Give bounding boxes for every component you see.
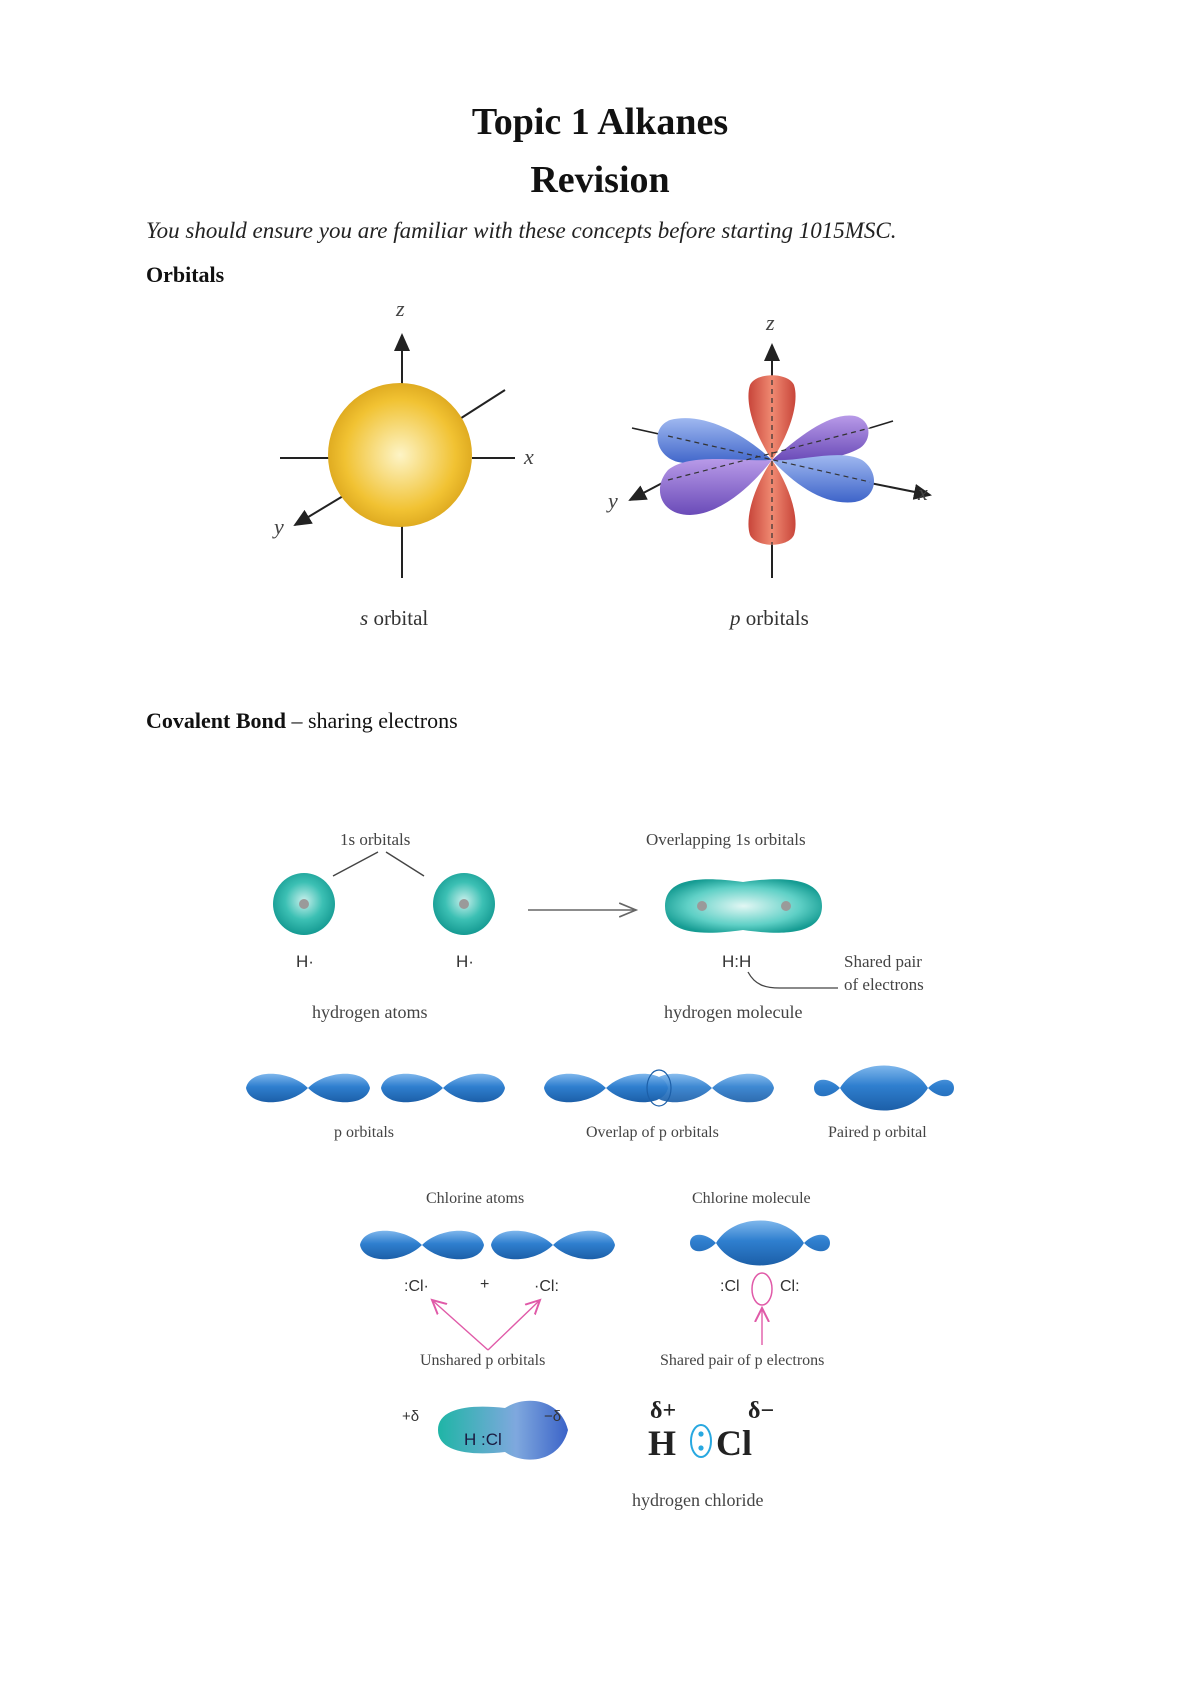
p-orbital-1 [246, 1073, 370, 1103]
hcl-polar-orbital [438, 1400, 568, 1460]
chlorine-symbol-left: :Cl· [404, 1278, 429, 1295]
page-subtitle: Revision [530, 159, 670, 201]
overlap-orbital-1 [544, 1073, 668, 1103]
p-orbitals-caption: p orbitals [730, 606, 809, 630]
chlorine-molecule-orbital [690, 1220, 830, 1266]
s-orbital-sphere [328, 383, 472, 527]
intro-text: You should ensure you are familiar with … [146, 218, 897, 243]
hcl-delta-plus-small: +δ [402, 1408, 420, 1425]
caption-hydrogen-atoms: hydrogen atoms [312, 1002, 428, 1022]
p-orbital-row [246, 1065, 954, 1111]
hydrogen-symbol-1: H· [296, 952, 314, 971]
hydrogen-molecule-symbol: H:H [722, 952, 752, 971]
p-lobe-purple-back [772, 415, 869, 461]
caption-p-orbitals: p orbitals [334, 1124, 394, 1141]
caption-hydrogen-chloride: hydrogen chloride [632, 1490, 764, 1510]
p-axis-y-label: y [608, 488, 618, 513]
p-axis-x-label: x [918, 480, 928, 505]
p-lobe-blue-front [772, 455, 875, 503]
caption-overlap-p: Overlap of p orbitals [586, 1124, 719, 1141]
caption-chlorine-atoms: Chlorine atoms [426, 1190, 525, 1207]
hcl-delta-minus: δ− [748, 1398, 775, 1424]
caption-shared-pair-p: Shared pair of p electrons [660, 1352, 825, 1369]
chlorine-molecule-left: :Cl [720, 1278, 740, 1295]
chlorine-p-orbital-1 [360, 1230, 484, 1260]
caption-hydrogen-molecule: hydrogen molecule [664, 1002, 803, 1022]
p-axis-z-label: z [766, 310, 775, 335]
chlorine-symbol-right: ·Cl: [534, 1278, 559, 1295]
label-1s-orbitals: 1s orbitals [340, 830, 411, 849]
shared-pair-label-1: Shared pair [844, 952, 922, 971]
shared-pair-highlight [751, 1272, 773, 1306]
hcl-symbol-h: H [648, 1423, 677, 1463]
label-overlapping: Overlapping 1s orbitals [646, 830, 806, 849]
p-orbital-2 [381, 1073, 505, 1103]
hcl-symbol-cl: Cl [716, 1423, 752, 1463]
p-orbitals-diagram [628, 343, 932, 578]
hcl-blob-label: H :Cl [464, 1430, 502, 1449]
p-lobe-purple-front [659, 459, 772, 515]
s-axis-x-label: x [524, 444, 534, 469]
p-lobe-red-bottom [748, 460, 796, 545]
plus-sign: + [480, 1276, 490, 1293]
hcl-shared-pair [690, 1424, 712, 1458]
shared-pair-label-2: of electrons [844, 975, 924, 994]
s-axis-z-label: z [396, 296, 405, 321]
p-axis-x [864, 481, 932, 500]
chlorine-p-orbital-2 [491, 1230, 615, 1260]
orbitals-heading: Orbitals [146, 262, 225, 287]
overlap-orbital-2 [650, 1073, 774, 1103]
chlorine-molecule-right: Cl: [780, 1278, 800, 1295]
hcl-delta-minus-small: −δ [544, 1408, 562, 1425]
hcl-diagram [438, 1400, 712, 1460]
hcl-delta-plus: δ+ [650, 1398, 677, 1424]
hydrogen-molecule-orbital [665, 879, 822, 933]
caption-paired-p: Paired p orbital [828, 1124, 927, 1141]
hydrogen-symbol-2: H· [456, 952, 474, 971]
p-lobe-blue-back [657, 418, 772, 465]
s-axis-y-label: y [274, 514, 284, 539]
page-title: Topic 1 Alkanes [471, 101, 729, 143]
chlorine-diagram [360, 1220, 830, 1351]
hydrogen-diagram [273, 851, 838, 989]
s-orbital-caption: s orbital [360, 606, 429, 630]
s-orbital-diagram [280, 333, 515, 578]
caption-unshared-p: Unshared p orbitals [420, 1352, 546, 1369]
paired-p-orbital [814, 1065, 954, 1111]
covalent-heading: Covalent Bond – sharing electrons [146, 708, 458, 733]
caption-chlorine-molecule: Chlorine molecule [692, 1190, 811, 1207]
